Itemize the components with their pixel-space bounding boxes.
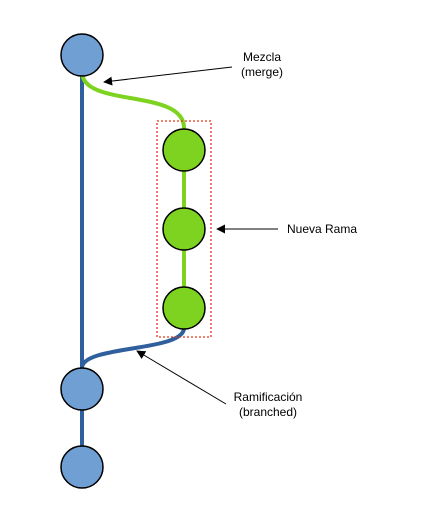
merge-label-line1: Mezcla: [243, 50, 281, 64]
feature-commit-node: [162, 207, 206, 251]
new-branch-label: Nueva Rama: [287, 222, 357, 236]
merge-label-line2: (merge): [241, 65, 283, 79]
main-commit-node: [60, 33, 104, 77]
merge-curve: [80, 71, 186, 132]
main-commit-node: [60, 445, 104, 489]
branch-curve: [80, 327, 186, 369]
merge-arrow: [103, 66, 233, 86]
feature-commit-node: [162, 128, 206, 172]
feature-commit-node: [162, 286, 206, 330]
branched-arrow: [136, 350, 227, 405]
new-branch-group-box: [156, 120, 212, 338]
branched-label-line2: (branched): [239, 405, 297, 419]
branched-label-line1: Ramificación: [234, 390, 303, 404]
main-commit-node: [60, 367, 104, 411]
